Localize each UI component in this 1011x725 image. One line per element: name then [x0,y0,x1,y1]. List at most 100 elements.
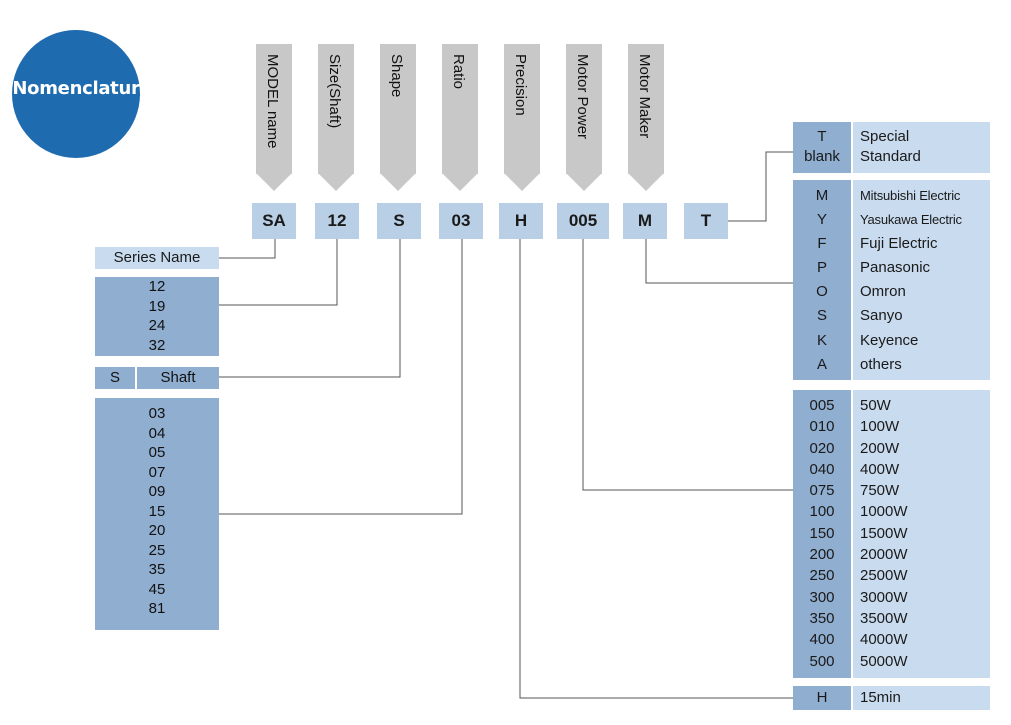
power-code: 150 [809,524,835,542]
maker-label: Sanyo [860,307,903,325]
power-code: 350 [809,609,835,627]
power-label: 400W [860,460,900,478]
header-label: Motor Maker [636,54,653,139]
code-motor-power: 005 [557,203,609,239]
connector-option [726,151,793,222]
code-model: SA [252,203,296,239]
connector-ratio [219,239,463,515]
code-motor-maker: M [623,203,667,239]
size-item: 19 [148,297,166,315]
size-list: 12 19 24 32 [95,277,219,356]
maker-label: Yasukawa Electric [860,212,962,228]
ratio-item: 09 [148,483,166,500]
ratio-list: 03 04 05 07 09 15 20 25 35 45 81 [95,398,219,630]
power-code: 005 [809,397,835,414]
option-label: Standard [860,147,921,165]
option-code: T [817,128,827,145]
maker-code: F [817,235,827,253]
power-label: 200W [860,439,900,457]
power-code: 020 [809,439,835,457]
power-label: 1500W [860,524,908,542]
option-codes: T blank [793,122,851,173]
maker-code: Y [816,211,827,229]
power-label: 1000W [860,503,908,521]
nomenclature-badge: Nomenclatur [12,30,140,158]
connector-power [582,239,793,491]
maker-code: A [816,355,827,373]
maker-label: Panasonic [860,259,931,277]
precision-label: 15min [853,686,990,710]
maker-code: O [816,283,828,301]
maker-label: Mitsubishi Electric [860,188,961,203]
code-size: 12 [315,203,359,239]
maker-label: Omron [860,283,906,301]
maker-code: S [816,307,827,325]
ratio-item: 03 [148,405,166,422]
ratio-item: 81 [148,600,166,617]
connector-maker [645,239,793,284]
power-labels: 50W 100W 200W 400W 750W 1000W 1500W 2000… [853,390,990,678]
power-code: 100 [809,503,835,521]
option-code: blank [804,147,840,165]
header-label: Ratio [450,54,467,90]
maker-code: M [815,187,829,204]
size-item: 12 [148,278,166,295]
maker-label: others [860,355,902,373]
power-code: 010 [809,418,835,436]
power-code: 040 [809,460,835,478]
connector-precision [519,239,793,699]
power-label: 3000W [860,588,908,606]
code-precision: H [499,203,543,239]
header-label: Shape [388,54,405,98]
badge-label: Nomenclatur [12,78,140,99]
shape-code: S [95,367,135,389]
option-label: Special [860,128,910,145]
power-label: 5000W [860,652,908,670]
maker-codes: M Y F P O S K A [793,180,851,380]
power-codes: 005 010 020 040 075 100 150 200 250 300 … [793,390,851,678]
header-label: Motor Power [574,54,591,140]
power-label: 750W [860,482,900,500]
shape-label: Shaft [137,367,219,389]
precision-code: H [793,686,851,710]
header-label: Size(Shaft) [326,54,343,129]
power-code: 200 [809,546,835,564]
header-label: Precision [512,54,529,116]
ratio-item: 35 [148,561,166,578]
ratio-item: 20 [148,522,166,539]
power-label: 50W [860,397,891,414]
header-label: MODEL name [264,54,281,149]
connector-shape [219,239,401,378]
code-shape: S [377,203,421,239]
connector-model [219,239,276,259]
code-ratio: 03 [439,203,483,239]
power-label: 2500W [860,567,908,585]
maker-label: Keyence [860,331,919,349]
option-labels: Special Standard [853,122,990,173]
ratio-item: 04 [148,424,166,442]
power-code: 500 [809,652,835,670]
power-label: 2000W [860,546,908,564]
code-option: T [684,203,728,239]
ratio-item: 05 [148,444,166,461]
maker-labels: Mitsubishi Electric Yasukawa Electric Fu… [853,180,990,380]
ratio-item: 15 [148,502,166,520]
ratio-item: 07 [148,463,166,481]
maker-code: K [816,331,827,349]
power-label: 4000W [860,631,908,649]
maker-code: P [816,259,827,277]
series-name-box: Series Name [95,247,219,269]
size-item: 24 [148,317,166,334]
ratio-item: 25 [148,541,166,559]
power-code: 075 [809,482,835,500]
power-code: 250 [809,567,835,585]
power-code: 300 [809,588,835,606]
power-label: 100W [860,418,900,436]
connector-size [219,239,338,306]
power-code: 400 [809,631,835,649]
power-label: 3500W [860,609,908,627]
maker-label: Fuji Electric [860,235,938,253]
ratio-item: 45 [148,580,166,598]
size-item: 32 [148,336,166,354]
